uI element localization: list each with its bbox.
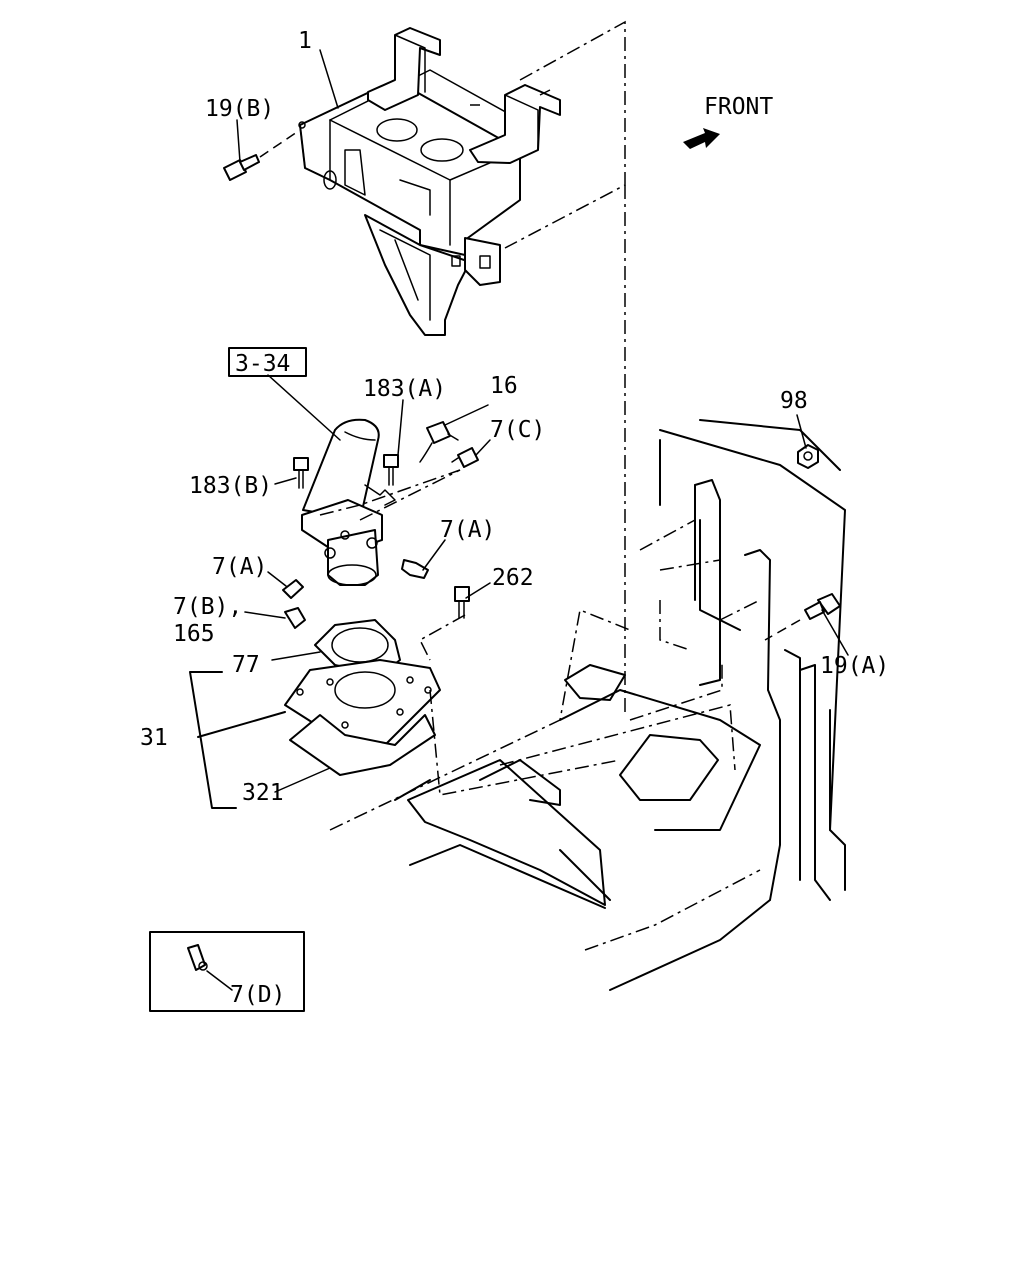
- label-part-7a-left: 7(A): [212, 554, 267, 580]
- label-part-19b: 19(B): [205, 96, 274, 122]
- label-part-3-34: 3-34: [235, 351, 290, 377]
- fitting-7b-icon: [284, 607, 306, 629]
- nut-98-icon: [797, 444, 819, 469]
- label-part-77: 77: [232, 652, 260, 678]
- bracket-31: [189, 671, 286, 809]
- front-arrow-icon: [683, 128, 720, 149]
- label-part-165: 165: [173, 621, 215, 647]
- fitting-7c-icon: [451, 447, 479, 468]
- fitting-7a-right-icon: [401, 559, 429, 579]
- pedal-bracket: [298, 27, 561, 336]
- bolt-19a-icon: [764, 593, 841, 641]
- label-part-321: 321: [242, 780, 284, 806]
- label-part-7c: 7(C): [490, 417, 545, 443]
- fitting-7a-left-icon: [282, 579, 304, 599]
- label-part-31: 31: [140, 725, 168, 751]
- label-part-7a-right: 7(A): [440, 517, 495, 543]
- brake-lever-assembly: [301, 418, 396, 586]
- label-part-262: 262: [492, 565, 534, 591]
- ref-box-3-34: [228, 347, 307, 377]
- label-part-98: 98: [780, 388, 808, 414]
- leader-lines: [236, 49, 849, 793]
- label-front: FRONT: [704, 94, 773, 120]
- bolt-183b-icon: [293, 457, 309, 489]
- bolt-262-icon: [454, 586, 470, 619]
- label-part-7d: 7(D): [230, 982, 285, 1008]
- inset-box-7d: [149, 931, 305, 1012]
- label-part-7b: 7(B),: [173, 594, 242, 620]
- floor-panel: [394, 419, 846, 991]
- bolt-183a-icon: [383, 454, 399, 486]
- label-part-1: 1: [298, 28, 312, 54]
- phantom-lines: [319, 20, 761, 951]
- bolt-19b-icon: [223, 129, 301, 181]
- label-part-183a: 183(A): [363, 376, 446, 402]
- label-part-16: 16: [490, 373, 518, 399]
- switch-16-icon: [419, 421, 459, 463]
- label-part-183b: 183(B): [189, 473, 272, 499]
- seal-321: [289, 714, 436, 776]
- label-part-19a: 19(A): [820, 653, 889, 679]
